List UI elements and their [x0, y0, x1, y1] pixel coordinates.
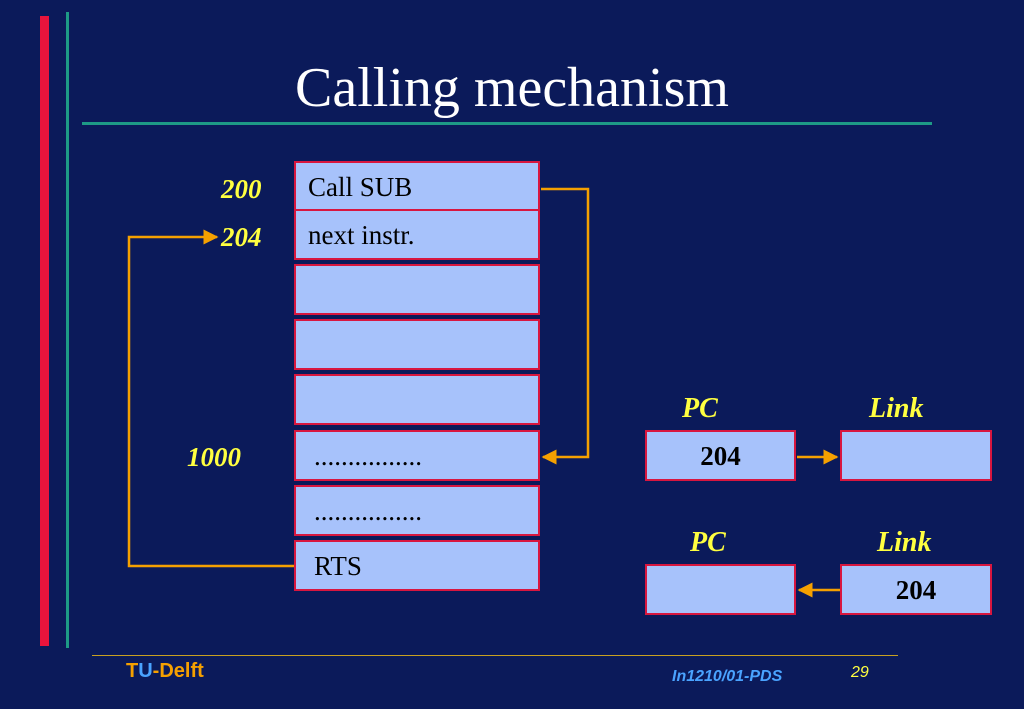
page-number: 29 — [851, 664, 869, 681]
link-label-before: Link — [869, 393, 924, 424]
memory-cell-sub-body: ................ — [294, 485, 540, 536]
memory-cell-sub-start: ................ — [294, 430, 540, 481]
address-label-200: 200 — [221, 174, 262, 204]
address-label-204: 204 — [221, 222, 262, 252]
logo-text-delft: -Delft — [152, 660, 204, 682]
left-accent-bar-teal — [66, 12, 69, 648]
link-label-after: Link — [877, 527, 932, 558]
memory-cell-empty-3 — [294, 374, 540, 425]
link-register-before — [840, 430, 992, 481]
memory-cell-next-instr: next instr. — [294, 209, 540, 260]
footer-divider — [92, 655, 898, 656]
tu-delft-logo: TU-Delft — [126, 660, 204, 683]
pc-register-before: 204 — [645, 430, 796, 481]
address-label-1000: 1000 — [187, 442, 241, 472]
memory-cell-rts: RTS — [294, 540, 540, 591]
memory-cell-call-sub: Call SUB — [294, 161, 540, 212]
link-register-after: 204 — [840, 564, 992, 615]
logo-letter-t: T — [126, 660, 139, 682]
return-arrow — [127, 229, 294, 568]
title-divider — [82, 122, 932, 125]
pc-register-after — [645, 564, 796, 615]
memory-cell-empty-2 — [294, 319, 540, 370]
course-code: In1210/01-PDS — [672, 668, 783, 685]
call-jump-arrow — [541, 187, 590, 465]
slide-title: Calling mechanism — [295, 57, 729, 119]
pc-label-after: PC — [690, 527, 726, 558]
left-accent-bar-red — [40, 16, 49, 646]
memory-cell-empty-1 — [294, 264, 540, 315]
logo-letter-u: U — [138, 660, 153, 682]
pc-label-before: PC — [682, 393, 718, 424]
